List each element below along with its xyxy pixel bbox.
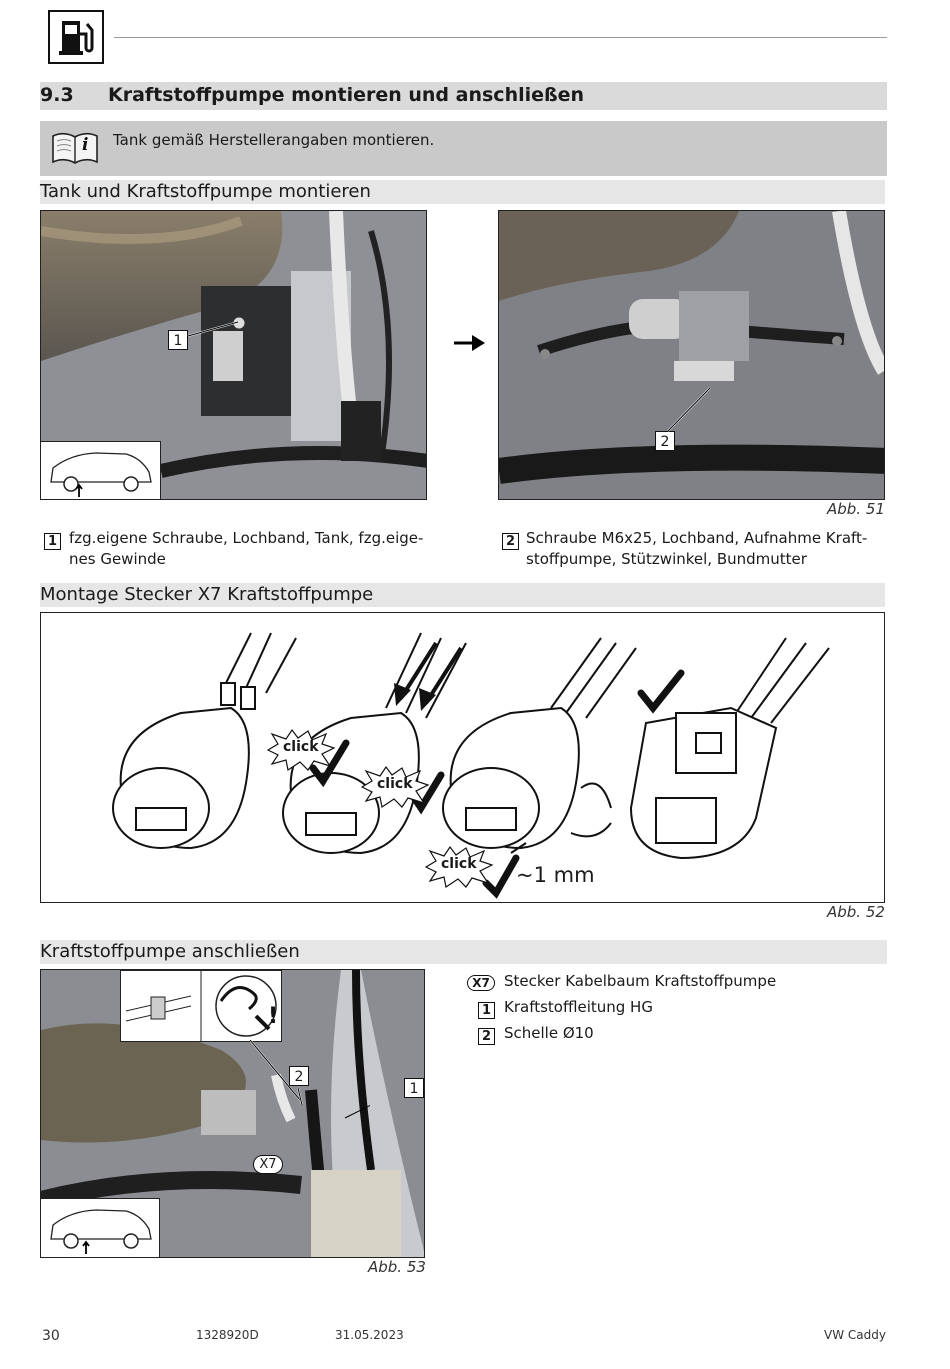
fig51-legend-2-text: Schraube M6x25, Lochband, Aufnahme Kraft… [526,529,868,568]
fig51-label: Abb. 51 [827,500,885,518]
fig51-legend-1-text: fzg.eigene Schraube, Lochband, Tank, fzg… [69,529,424,568]
subheading-bar-fig53 [40,940,887,964]
fig53-legend-x7-num: X7 [467,975,495,991]
subheading-bar-fig51 [40,180,885,204]
vehicle-name: VW Caddy [824,1328,886,1342]
gap-dimension: ~1 mm [516,863,595,887]
fig51-callout-2: 2 [655,431,675,451]
header-rule [114,37,887,38]
fig51-title: Tank und Kraftstoffpumpe montieren [40,181,371,202]
fig51-callout-1: 1 [168,330,188,350]
fig53-legend-2-num: 2 [478,1025,495,1045]
click-burst-2: click [360,765,430,809]
section-heading-bar [40,82,887,110]
fig53-legend-1-num: 1 [478,999,495,1019]
fig53-callout-x7: X7 [253,1155,283,1174]
note-text: Tank gemäß Herstellerangaben montieren. [113,131,435,149]
fig53-label: Abb. 53 [368,1258,426,1276]
page-number: 30 [42,1328,60,1344]
section-title: Kraftstoffpumpe montieren und anschließe… [108,84,585,106]
fuel-pump-icon [48,10,104,64]
fig51-leader-1 [187,321,239,337]
svg-text:i: i [82,135,88,155]
car-location-icon [40,441,161,500]
fig53-legend-2-text: Schelle Ø10 [504,1024,594,1042]
fig53-legend-x7-text: Stecker Kabelbaum Kraftstoffpumpe [504,972,777,990]
fig53-title: Kraftstoffpumpe anschließen [40,941,300,962]
note-box [40,121,887,176]
fig51-legend-2-num: 2 [502,530,519,550]
click-burst-1: click [266,728,336,772]
fig53-legend-1-text: Kraftstoffleitung HG [504,998,653,1016]
fig52-label: Abb. 52 [827,903,885,921]
car-location-icon-2 [40,1198,160,1258]
section-number: 9.3 [40,84,74,106]
document-id: 1328920D [196,1328,259,1342]
fig53-leaders [250,1040,370,1119]
fig51-legend-1-num: 1 [44,530,61,550]
document-date: 31.05.2023 [335,1328,404,1342]
fig52-title: Montage Stecker X7 Kraftstoffpumpe [40,584,374,605]
fig53-callout-2: 2 [289,1066,309,1086]
fig53-callout-1: 1 [404,1078,424,1098]
subheading-bar-fig52 [40,583,885,607]
svg-text:!: ! [268,1004,278,1029]
fig51-leader-2 [667,387,711,432]
hose-clamp-detail: ! [120,970,282,1042]
arrow-right-icon [454,333,486,357]
book-info-icon: i [50,128,100,172]
photo-pump-mount [498,210,885,500]
click-burst-3: click [424,845,494,889]
